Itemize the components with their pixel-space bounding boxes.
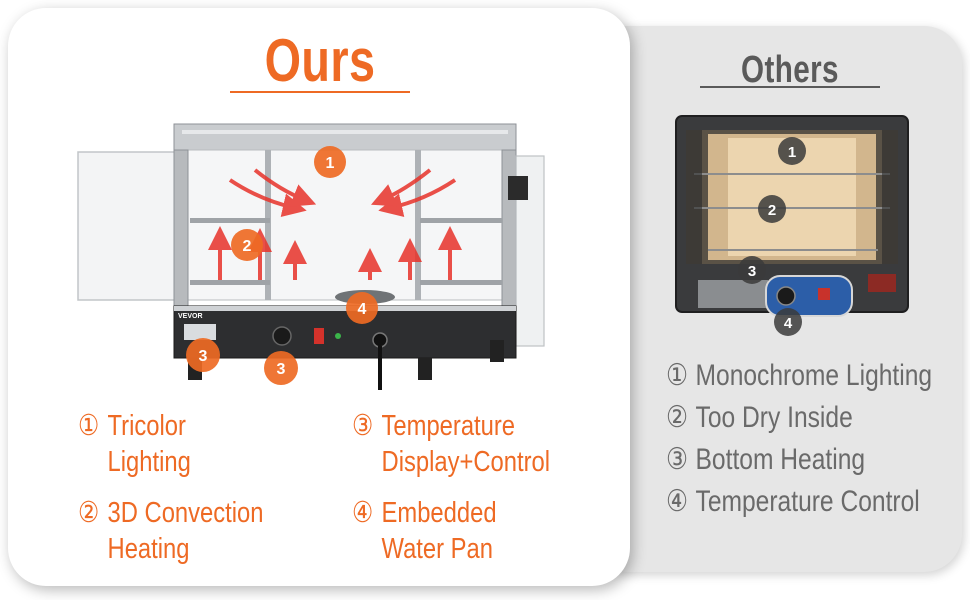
convection-arrows	[208, 168, 462, 280]
ours-feature-4-line-1: Embedded	[381, 497, 497, 529]
svg-text:3: 3	[199, 348, 208, 365]
ours-feature-3-line-1: Temperature	[381, 410, 516, 442]
ours-feature-3-number: ③	[352, 410, 374, 442]
power-plug	[372, 332, 388, 348]
svg-text:3: 3	[748, 263, 756, 280]
others-feature-3-text: Bottom Heating	[695, 443, 866, 476]
others-feature-3-number: ③	[666, 443, 689, 476]
others-feature-4-number: ④	[666, 485, 689, 518]
svg-text:2: 2	[243, 238, 252, 255]
temperature-display	[184, 324, 216, 340]
others-food-warmer-image: 1 2 3 4	[675, 115, 909, 336]
ours-badge-3b: 3	[264, 351, 298, 385]
ours-badge-2: 2	[231, 229, 263, 261]
others-feature-1-number: ①	[666, 359, 689, 392]
svg-text:3: 3	[277, 361, 286, 378]
ours-feature-1-number: ①	[78, 410, 100, 442]
ours-feature-1-line-1: Tricolor	[107, 410, 186, 442]
others-feature-1-text: Monochrome Lighting	[695, 359, 933, 392]
others-title-underline	[700, 86, 880, 88]
others-control-panel	[765, 275, 853, 317]
others-feature-4-text: Temperature Control	[695, 485, 920, 518]
ours-title: Ours	[264, 27, 376, 94]
others-title: Others	[741, 49, 839, 91]
power-switch	[314, 328, 324, 344]
others-feature-2-text: Too Dry Inside	[695, 401, 853, 434]
others-badge-1: 1	[778, 137, 806, 165]
ours-feature-2-line-2: Heating	[107, 533, 190, 565]
ours-badge-4: 4	[346, 292, 378, 324]
ours-food-warmer-image: VEVOR 1 2 4 3 3	[77, 123, 545, 390]
others-feature-2-number: ②	[666, 401, 689, 434]
others-temperature-knob	[776, 286, 796, 306]
brand-logo: VEVOR	[178, 313, 203, 320]
svg-text:4: 4	[358, 301, 367, 318]
others-badge-4: 4	[774, 308, 802, 336]
temperature-knob	[272, 326, 292, 346]
ours-feature-4-number: ④	[352, 497, 374, 529]
ours-feature-3-line-2: Display+Control	[381, 446, 551, 478]
svg-text:2: 2	[768, 202, 776, 219]
ours-feature-4-line-2: Water Pan	[381, 533, 493, 565]
top-frame	[173, 123, 517, 151]
ours-feature-1-line-2: Lighting	[107, 446, 191, 478]
control-base	[173, 305, 517, 359]
left-glass-door	[77, 151, 183, 301]
cabinet-interior	[187, 149, 505, 301]
others-badge-2: 2	[758, 195, 786, 223]
ours-title-underline	[230, 91, 410, 93]
svg-text:4: 4	[784, 315, 793, 332]
ours-badge-3a: 3	[186, 338, 220, 372]
ours-feature-2-number: ②	[78, 497, 100, 529]
svg-text:1: 1	[326, 155, 335, 172]
others-badge-3: 3	[738, 256, 766, 284]
ours-badge-1: 1	[314, 146, 346, 178]
ours-feature-2-line-1: 3D Convection	[107, 497, 264, 529]
svg-text:1: 1	[788, 144, 796, 161]
